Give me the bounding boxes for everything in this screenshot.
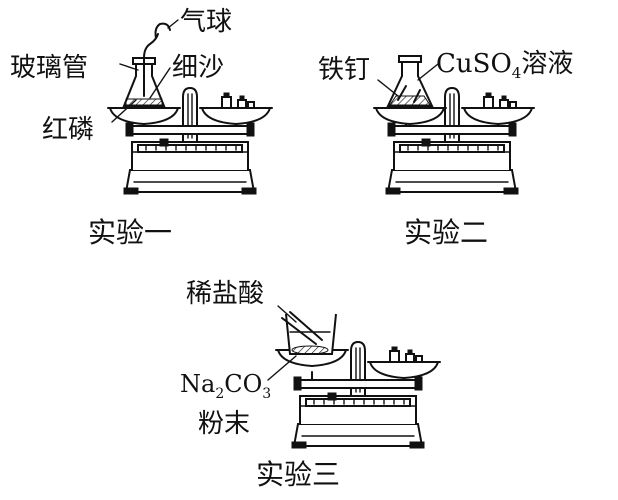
formula-sub-3: 3 <box>262 386 271 402</box>
caption-experiment-3: 实验三 <box>256 458 340 491</box>
label-sodium-carbonate: Na2CO3 <box>180 370 271 402</box>
caption-experiment-1: 实验一 <box>88 216 172 249</box>
label-iron-nail: 铁钉 <box>318 55 370 85</box>
test-tube <box>281 311 323 345</box>
solution-suffix: 溶液 <box>521 49 573 79</box>
formula-na: Na <box>180 370 215 398</box>
formula-co: CO <box>224 370 262 398</box>
conical-flask <box>386 55 434 107</box>
experiment-1: 气球 玻璃管 细沙 红磷 实验一 <box>10 7 273 249</box>
formula-sub-4: 4 <box>512 64 522 82</box>
experiment-3: 稀盐酸 Na2CO3 粉末 实验三 <box>180 279 441 491</box>
beaker <box>285 313 337 355</box>
label-copper-sulfate-solution: CuSO4溶液 <box>436 49 573 82</box>
label-powder: 粉末 <box>198 409 250 439</box>
label-balloon: 气球 <box>180 7 232 37</box>
experiment-2: 铁钉 CuSO4溶液 实验二 <box>318 49 573 249</box>
balloon <box>154 22 171 39</box>
formula-sub-2: 2 <box>215 386 224 402</box>
balance-3 <box>275 341 441 449</box>
formula-cuso: CuSO <box>436 49 512 79</box>
caption-experiment-2: 实验二 <box>404 216 488 249</box>
label-glass-tube: 玻璃管 <box>10 53 88 83</box>
label-red-phosphorus: 红磷 <box>42 115 94 145</box>
iron-nail <box>397 85 421 103</box>
label-dilute-hydrochloric-acid: 稀盐酸 <box>186 279 264 309</box>
label-fine-sand: 细沙 <box>172 53 224 83</box>
